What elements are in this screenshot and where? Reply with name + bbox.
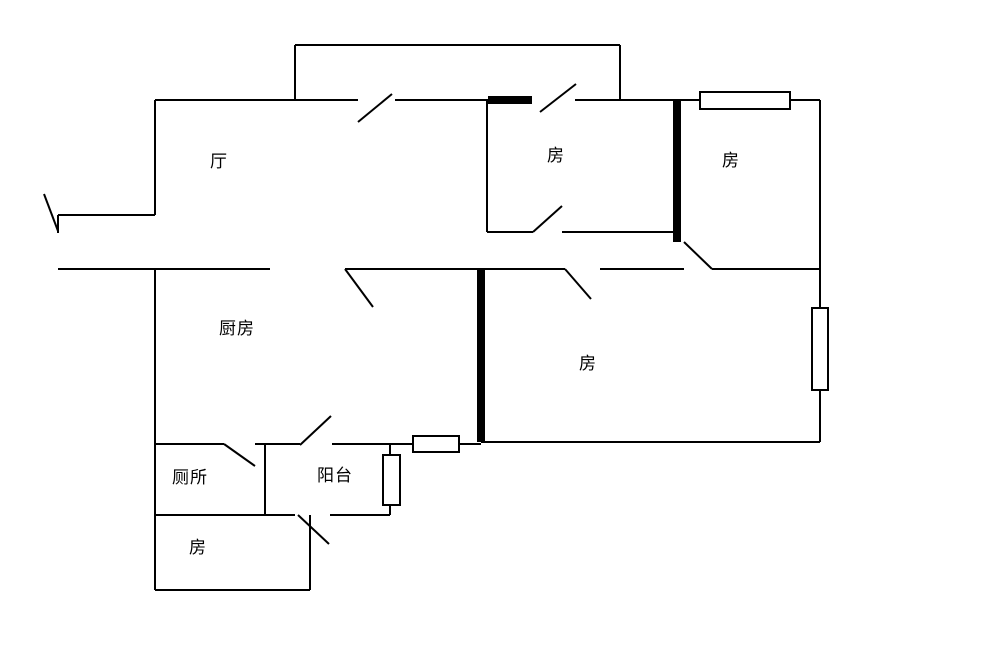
room-label-bedroom-bottom: 房 — [189, 538, 207, 557]
room-label-bedroom-top-right: 房 — [722, 151, 740, 170]
room-label-toilet: 厕所 — [172, 468, 208, 487]
room-label-balcony: 阳台 — [317, 466, 353, 485]
door-swings — [43, 83, 713, 545]
room-label-bedroom-right: 房 — [579, 354, 597, 373]
windows — [382, 91, 829, 506]
room-label-hall: 厅 — [210, 152, 228, 171]
walls — [57, 44, 821, 591]
room-label-bedroom-top-middle: 房 — [547, 146, 565, 165]
thick-walls — [477, 96, 681, 442]
room-label-kitchen: 厨房 — [219, 319, 255, 338]
